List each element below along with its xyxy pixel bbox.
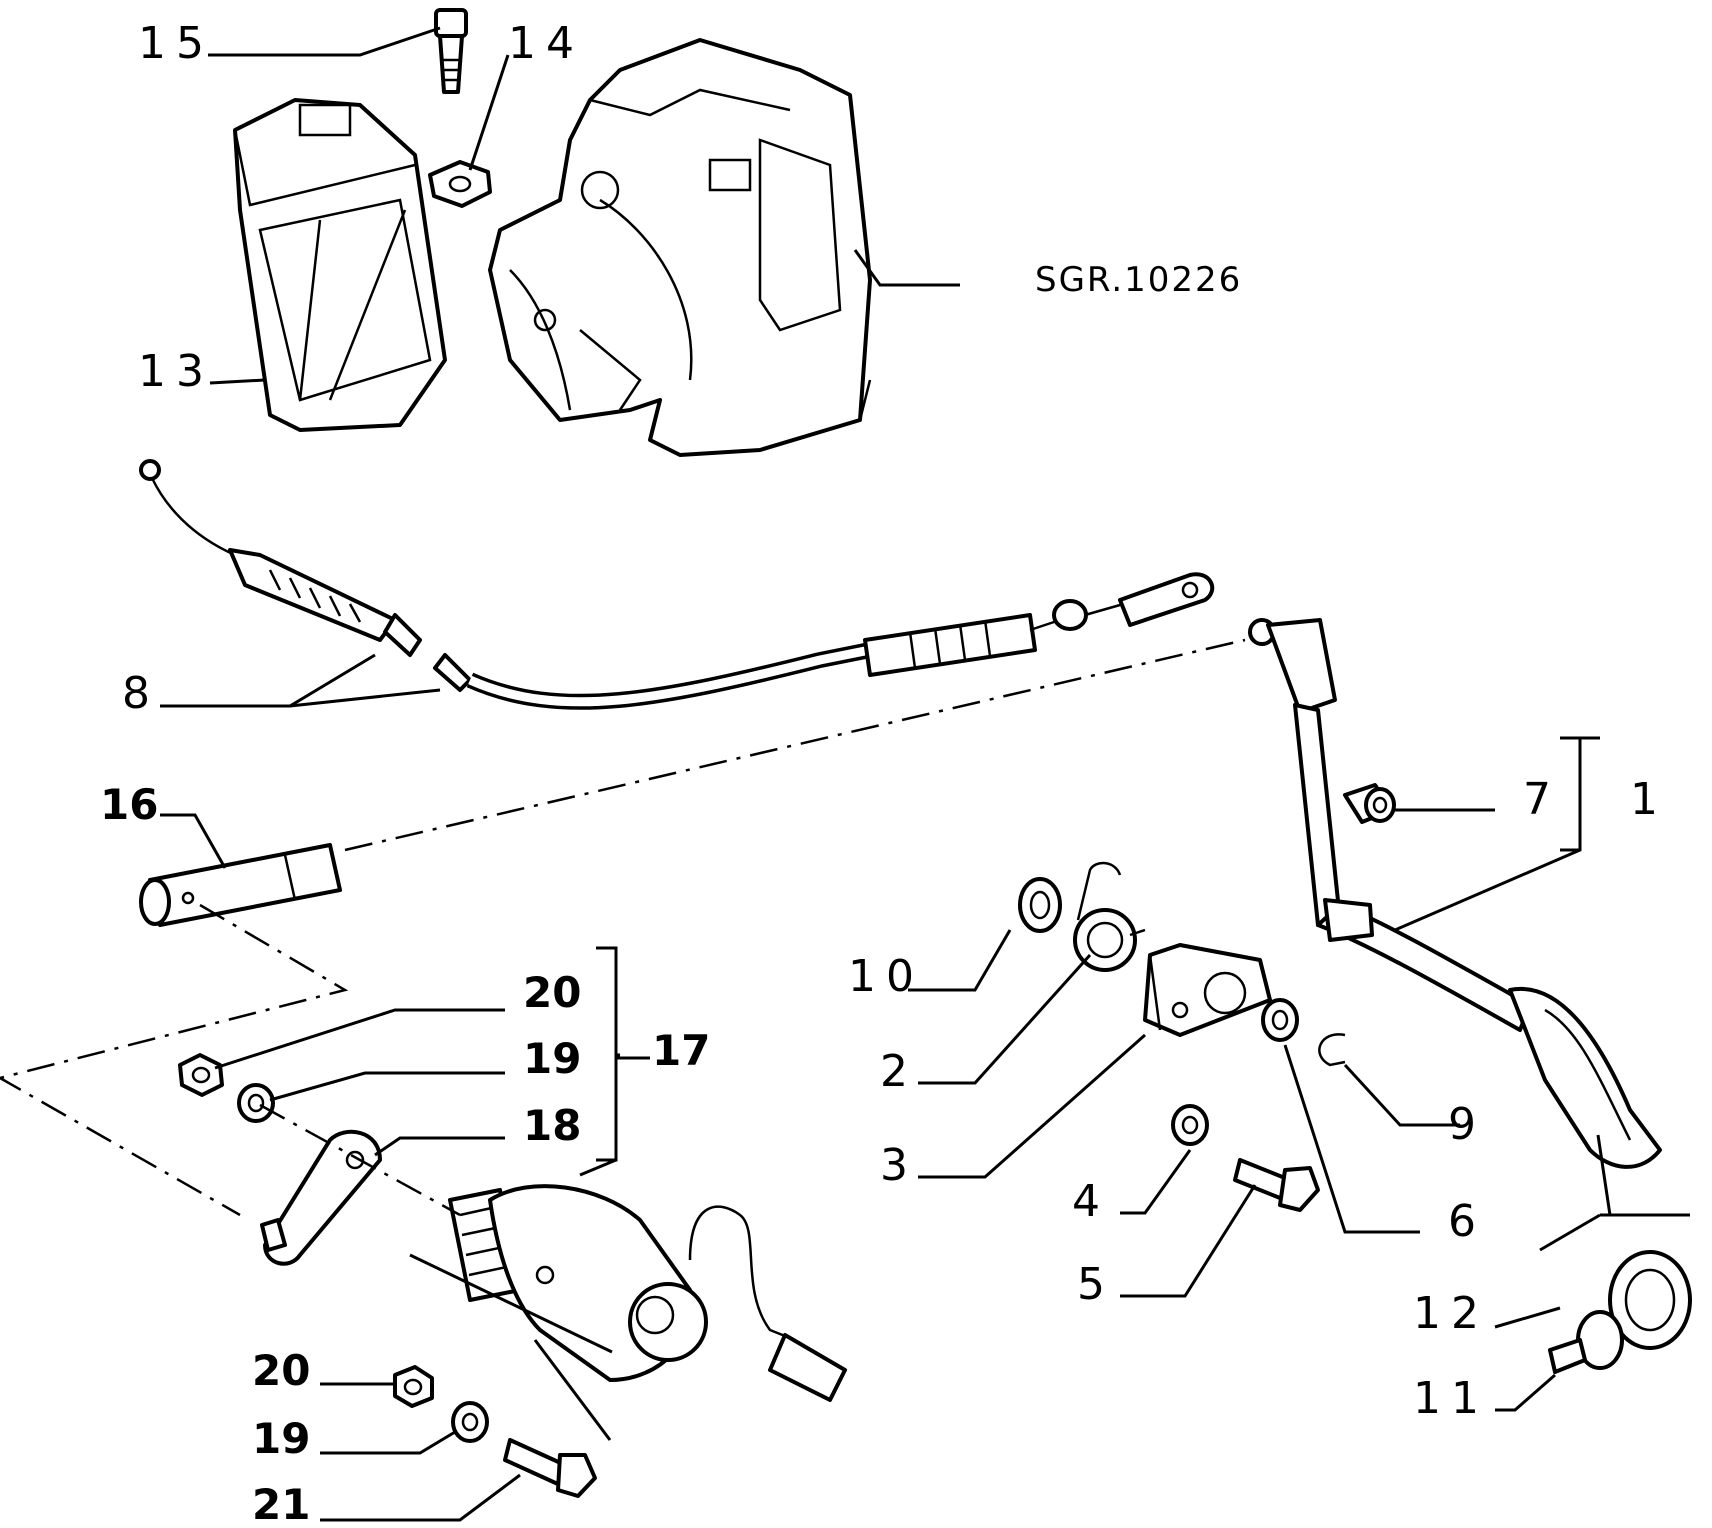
label-14: 14	[508, 18, 584, 69]
label-18: 18	[523, 1101, 582, 1150]
label-19-upper: 19	[523, 1034, 582, 1083]
leader-lines	[160, 26, 1690, 1522]
part-17-sensor	[448, 1184, 847, 1402]
part-21-bolt	[503, 1438, 597, 1498]
part-16-pin	[139, 843, 342, 927]
label-7: 7	[1523, 774, 1551, 825]
part-5-bolt	[1233, 1158, 1320, 1212]
part-19-washer-lower	[451, 1401, 489, 1443]
label-16: 16	[100, 780, 159, 829]
label-5: 5	[1077, 1259, 1105, 1310]
part-10-washer	[1018, 877, 1062, 933]
label-6: 6	[1448, 1196, 1476, 1247]
label-2: 2	[880, 1046, 908, 1097]
part-3-bracket	[1143, 943, 1272, 1037]
label-10: 10	[848, 951, 924, 1002]
part-9-clip	[1318, 1033, 1346, 1067]
label-1: 1	[1630, 774, 1658, 825]
part-12-cap	[1608, 1250, 1692, 1350]
label-11: 11	[1413, 1373, 1489, 1424]
part-2-spring	[1073, 861, 1146, 972]
part-8-cable	[139, 459, 1215, 710]
label-4: 4	[1072, 1176, 1100, 1227]
part-7-bushing	[1343, 783, 1396, 824]
figure-code: SGR.10226	[1035, 260, 1243, 300]
part-14-nut	[428, 160, 492, 208]
throttle-body	[488, 38, 872, 457]
label-20-upper: 20	[523, 968, 582, 1017]
part-4-washer	[1171, 1104, 1209, 1146]
part-13-cover	[233, 98, 447, 432]
assembly-lines	[0, 638, 1246, 1441]
label-9: 9	[1448, 1099, 1476, 1150]
part-18-crank-arm	[260, 1129, 382, 1266]
part-11-screw	[1548, 1310, 1624, 1374]
part-6-washer	[1261, 998, 1299, 1042]
label-8: 8	[122, 668, 150, 719]
label-19-lower: 19	[252, 1414, 311, 1463]
label-21: 21	[252, 1480, 311, 1528]
part-20-nut-upper	[178, 1053, 224, 1097]
label-12: 12	[1413, 1288, 1489, 1339]
label-20-lower: 20	[252, 1346, 311, 1395]
part-20-nut-lower	[393, 1365, 434, 1408]
part-1-pedal-lever	[1248, 618, 1662, 1169]
label-13: 13	[138, 346, 214, 397]
part-19-washer-upper	[237, 1083, 275, 1123]
label-3: 3	[880, 1140, 908, 1191]
part-15-bolt	[434, 8, 468, 94]
label-15: 15	[138, 18, 214, 69]
label-17: 17	[652, 1026, 711, 1075]
